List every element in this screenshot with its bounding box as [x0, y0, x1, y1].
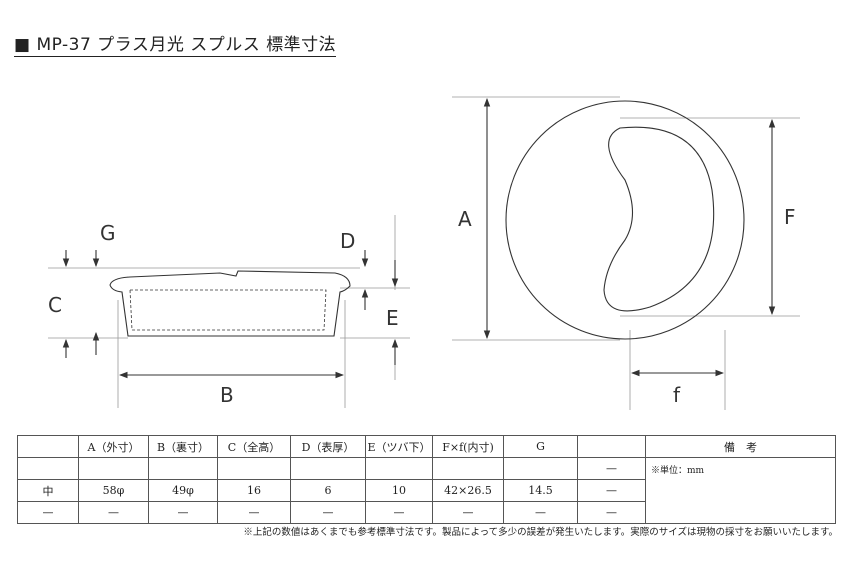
cover-side-profile [109, 270, 351, 337]
label-f-lower: f [673, 383, 681, 407]
label-e: E [386, 306, 399, 330]
cover-front-circle [505, 100, 745, 340]
dimension-drawing: G C D E B A F f [48, 96, 800, 410]
label-d: D [340, 229, 355, 253]
table-row: ————————— [17, 501, 836, 524]
disclaimer-note: ※上記の数値はあくまでも参考標準寸法です。製品によって多少の誤差が発生いたします… [243, 527, 838, 538]
finger-hole [603, 126, 715, 312]
label-c: C [48, 293, 62, 317]
label-a: A [458, 207, 472, 231]
table-row: — ※単位：mm [17, 457, 836, 524]
label-g: G [100, 221, 116, 245]
label-f-upper: F [784, 205, 796, 229]
page-title: ■ MP-37 プラス月光 スプルス 標準寸法 [14, 30, 337, 57]
label-b: B [220, 383, 234, 407]
remarks-cell: ※単位：mm [645, 457, 836, 524]
